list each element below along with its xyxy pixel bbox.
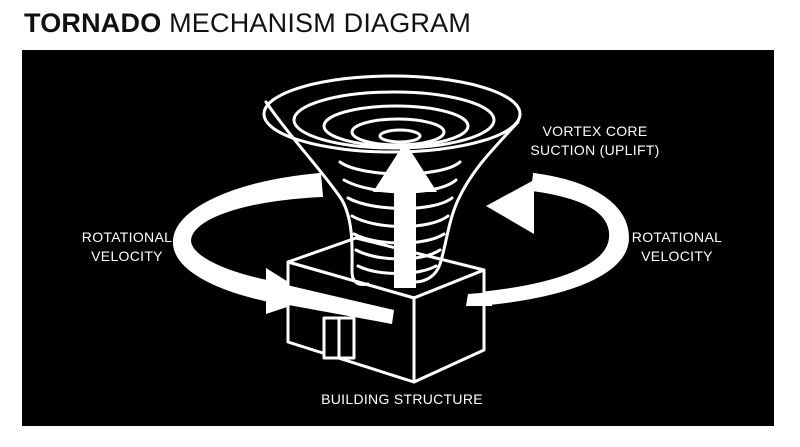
tornado-diagram xyxy=(172,74,630,384)
right-arrow-band xyxy=(466,292,492,306)
page-title: TORNADO MECHANISM DIAGRAM xyxy=(24,8,471,39)
label-rotational-velocity-right: ROTATIONAL VELOCITY xyxy=(631,229,723,264)
title-bold: TORNADO xyxy=(24,8,162,38)
label-vortex-core: VORTEX CORE SUCTION (UPLIFT) xyxy=(530,123,660,158)
label-building-structure: BUILDING STRUCTURE xyxy=(321,391,483,407)
left-arrow-band xyxy=(272,282,394,324)
uplift-arrow xyxy=(373,142,437,288)
title-rest: MECHANISM DIAGRAM xyxy=(169,8,472,38)
building-structure xyxy=(286,236,486,384)
diagram-panel: ROTATIONAL VELOCITY ROTATIONAL VELOCITY … xyxy=(22,50,774,426)
label-rotational-velocity-left: ROTATIONAL VELOCITY xyxy=(81,229,173,264)
